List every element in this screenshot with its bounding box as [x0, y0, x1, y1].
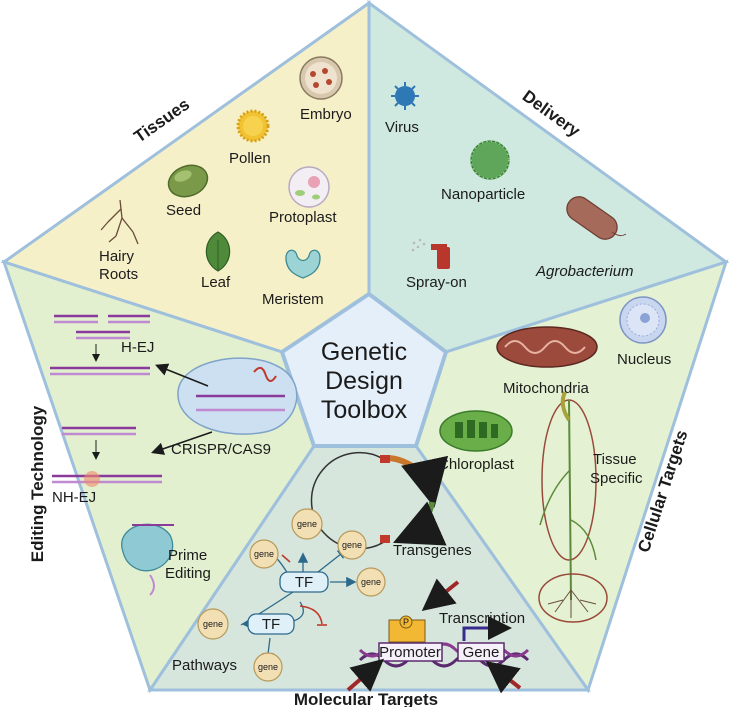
virus-icon	[391, 82, 419, 110]
svg-text:TF: TF	[295, 574, 313, 591]
svg-text:gene: gene	[297, 519, 317, 529]
nanoparticle-icon	[470, 140, 510, 180]
svg-text:gene: gene	[342, 540, 362, 550]
gene-node: gene	[197, 608, 229, 640]
hej-label: H-EJ	[121, 339, 154, 356]
gene-node: gene	[337, 530, 367, 560]
prime-editing-icon	[121, 523, 174, 596]
chloroplast-icon	[439, 410, 513, 452]
transcription-region: P	[358, 615, 530, 668]
hairy-roots-label-2: Roots	[99, 266, 138, 283]
embryo-label: Embryo	[300, 106, 352, 123]
center-title-line2: Design	[325, 367, 403, 395]
chloroplast-label: Chloroplast	[438, 456, 515, 473]
hairy-roots-label-1: Hairy	[99, 248, 135, 265]
tf-box: TF	[279, 571, 329, 593]
protoplast-icon	[288, 166, 330, 208]
svg-text:gene: gene	[258, 662, 278, 672]
leaf-icon	[205, 231, 231, 272]
plant-icon	[538, 391, 608, 623]
protoplast-label: Protoplast	[269, 209, 337, 226]
spray-bottle-icon	[411, 238, 450, 269]
gene-node: gene	[253, 652, 283, 682]
virus-label: Virus	[385, 119, 419, 136]
gene-label: Gene	[463, 644, 500, 661]
gene-node: gene	[249, 539, 279, 569]
nanoparticle-label: Nanoparticle	[441, 186, 525, 203]
prime-editing-label-1: Prime	[168, 547, 207, 564]
tf-box: TF	[247, 613, 295, 635]
crispr-label: CRISPR/CAS9	[171, 441, 271, 458]
hairy-roots-icon	[100, 199, 139, 245]
center-pentagon	[279, 291, 449, 448]
meristem-label: Meristem	[262, 291, 324, 308]
nhej-label: NH-EJ	[52, 489, 96, 506]
section-title-editing: Editing Technology	[28, 405, 47, 562]
seed-label: Seed	[166, 202, 201, 219]
seed-icon	[167, 164, 209, 198]
red-arrows	[346, 578, 522, 694]
embryo-icon	[299, 56, 343, 100]
svg-text:TF: TF	[262, 616, 280, 633]
crispr-cas9-icon	[150, 357, 298, 455]
hej-dna-icon	[50, 314, 150, 376]
pathways-label: Pathways	[172, 657, 237, 674]
transcription-label: Transcription	[439, 610, 525, 627]
svg-text:gene: gene	[203, 619, 223, 629]
svg-text:gene: gene	[361, 577, 381, 587]
pollen-label: Pollen	[229, 150, 271, 167]
gene-node: gene	[356, 567, 386, 597]
pollen-icon	[236, 109, 270, 143]
mitochondria-icon	[496, 326, 598, 368]
tissue-specific-label-2: Specific	[590, 470, 643, 487]
gene-node: gene	[291, 508, 323, 540]
leaf-label: Leaf	[201, 274, 231, 291]
mitochondria-label: Mitochondria	[503, 380, 590, 397]
tissue-specific-label-1: Tissue	[593, 451, 637, 468]
transgenes-label: Transgenes	[393, 542, 472, 559]
nucleus-label: Nucleus	[617, 351, 671, 368]
nucleus-icon	[619, 296, 667, 344]
agrobacterium-label: Agrobacterium	[535, 263, 634, 280]
promoter-label: Promoter	[379, 644, 441, 661]
meristem-icon	[285, 249, 321, 279]
nhej-dna-icon	[52, 426, 162, 487]
svg-text:gene: gene	[254, 549, 274, 559]
center-title-line1: Genetic	[321, 338, 407, 366]
phospho-label: P	[403, 617, 409, 627]
center-title-line3: Toolbox	[321, 396, 408, 424]
spray-on-label: Spray-on	[406, 274, 467, 291]
prime-editing-label-2: Editing	[165, 565, 211, 582]
section-title-molecular: Molecular Targets	[294, 690, 438, 707]
agrobacterium-icon	[566, 196, 627, 240]
